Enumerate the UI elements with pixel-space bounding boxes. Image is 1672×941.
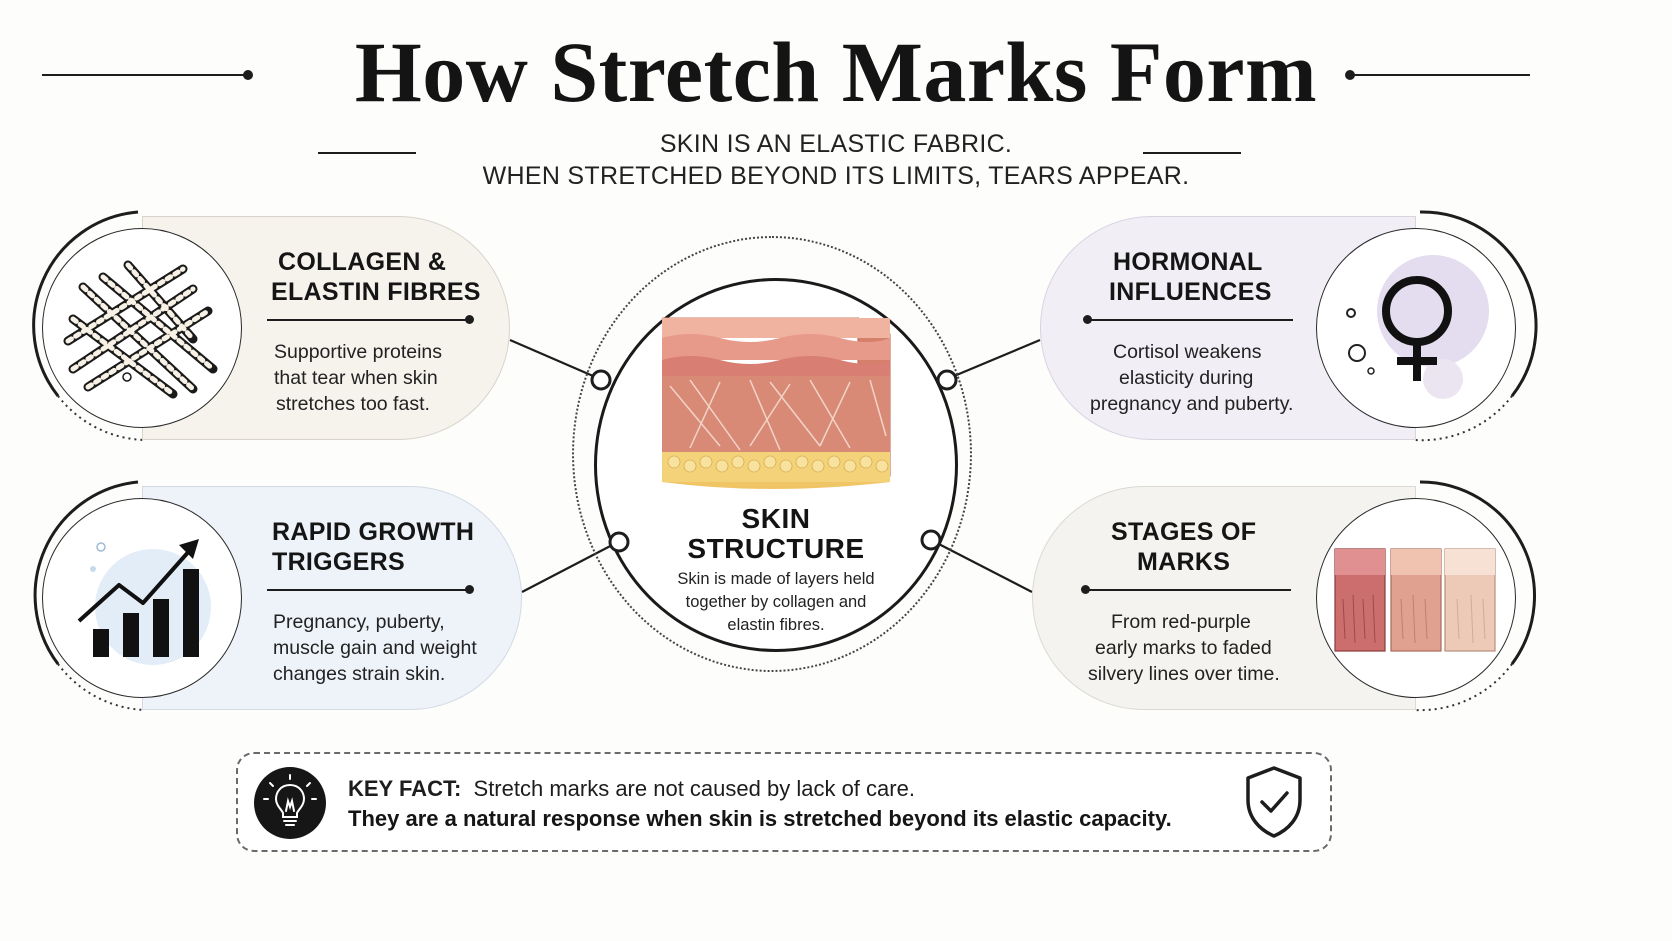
card-collagen-desc-line-1: Supportive proteins [274, 341, 443, 363]
connector-hormonal [946, 338, 1041, 381]
card-growth-title-line-1: RAPID GROWTH [272, 518, 475, 546]
card-hormonal-divider [1089, 319, 1293, 321]
card-growth-desc-line-1: Pregnancy, puberty, [273, 611, 445, 633]
center-desc-line-2: together by collagen and [685, 593, 867, 611]
lightbulb-icon [254, 767, 326, 839]
card-hormonal-desc-line-3: pregnancy and puberty. [1090, 393, 1294, 415]
card-hormonal-icon-circle [1316, 228, 1516, 428]
title-left-dot [243, 70, 253, 80]
center-desc-line-3: elastin fibres. [727, 616, 825, 634]
center-title-line-1: SKIN [741, 503, 811, 534]
node-stages [920, 529, 942, 551]
card-growth-desc-line-3: changes strain skin. [273, 663, 446, 685]
arc-growth-dotted [57, 663, 146, 711]
arc-stages-solid [1419, 480, 1536, 665]
arc-hormonal-dotted [1414, 395, 1513, 442]
card-collagen-desc-line-2: that tear when skin [274, 367, 438, 389]
card-stages-desc-line-1: From red-purple [1111, 611, 1251, 633]
card-collagen-title-line-2: ELASTIN FIBRES [271, 278, 481, 306]
card-hormonal-desc-line-1: Cortisol weakens [1113, 341, 1262, 363]
card-growth-title-line-2: TRIGGERS [272, 548, 405, 576]
card-growth-divider-dot [465, 585, 474, 594]
card-hormonal-title-line-2: INFLUENCES [1109, 278, 1272, 306]
node-growth [608, 531, 630, 553]
card-collagen-desc-line-3: stretches too fast. [276, 393, 430, 415]
skin-layers-icon [661, 317, 891, 489]
key-fact-line-2: They are a natural response when skin is… [348, 806, 1172, 831]
card-hormonal-desc-line-2: elasticity during [1119, 367, 1254, 389]
card-stages-divider [1087, 589, 1291, 591]
key-fact-panel: KEY FACT: Stretch marks are not caused b… [236, 752, 1332, 852]
connector-collagen [509, 338, 601, 381]
card-hormonal-title-line-1: HORMONAL [1113, 248, 1263, 276]
card-collagen-icon-circle [42, 228, 242, 428]
card-growth-desc-line-2: muscle gain and weight [273, 637, 477, 659]
node-hormonal [936, 369, 958, 391]
center-desc-line-1: Skin is made of layers held [677, 570, 875, 588]
arc-growth-solid [33, 480, 139, 665]
key-fact-line-1: KEY FACT: Stretch marks are not caused b… [348, 776, 915, 802]
card-stages-divider-dot [1081, 585, 1090, 594]
subtitle-right-rule [1143, 152, 1241, 154]
subtitle-line-2: WHEN STRETCHED BEYOND ITS LIMITS, TEARS … [482, 162, 1190, 190]
arc-collagen-solid [32, 210, 139, 397]
card-collagen-divider-dot [465, 315, 474, 324]
title-right-dot [1345, 70, 1355, 80]
center-title-line-2: STRUCTURE [687, 533, 865, 564]
card-stages-desc-line-2: early marks to faded [1095, 637, 1272, 659]
card-stages-title-line-2: MARKS [1137, 548, 1231, 576]
card-stages-icon-circle [1316, 498, 1516, 698]
card-hormonal-divider-dot [1083, 315, 1092, 324]
arc-stages-dotted [1414, 663, 1513, 712]
growth-bar-chart-icon [77, 539, 211, 665]
card-stages-title-line-1: STAGES OF [1111, 518, 1257, 546]
woven-fibres-icon [63, 260, 218, 399]
page-title: How Stretch Marks Form [354, 24, 1318, 120]
subtitle-line-1: SKIN IS AN ELASTIC FABRIC. [659, 130, 1013, 158]
card-collagen-divider [267, 319, 467, 321]
center-dotted-ring [572, 236, 972, 672]
title-right-rule [1352, 74, 1530, 76]
node-collagen [590, 369, 612, 391]
card-growth-icon-circle [42, 498, 242, 698]
shield-check-icon [1242, 764, 1306, 840]
title-left-rule [42, 74, 248, 76]
card-collagen-title-line-1: COLLAGEN & [278, 248, 447, 276]
subtitle-left-rule [318, 152, 416, 154]
female-symbol-icon [1346, 255, 1489, 399]
card-stages-desc-line-3: silvery lines over time. [1088, 663, 1280, 685]
key-fact-label: KEY FACT: [348, 776, 462, 801]
arc-hormonal-solid [1419, 210, 1538, 397]
skin-stages-icon [1334, 548, 1496, 652]
card-growth-divider [267, 589, 467, 591]
key-fact-text-1: Stretch marks are not caused by lack of … [473, 776, 915, 801]
